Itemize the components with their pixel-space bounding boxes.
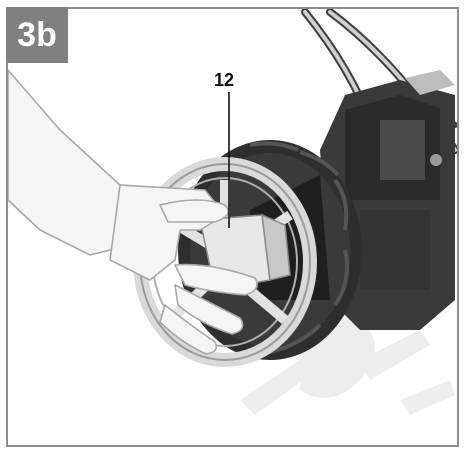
step-label: 3b bbox=[17, 15, 57, 54]
callout-number: 12 bbox=[214, 70, 235, 90]
step-badge: 3b bbox=[6, 7, 68, 63]
hand bbox=[7, 69, 258, 355]
